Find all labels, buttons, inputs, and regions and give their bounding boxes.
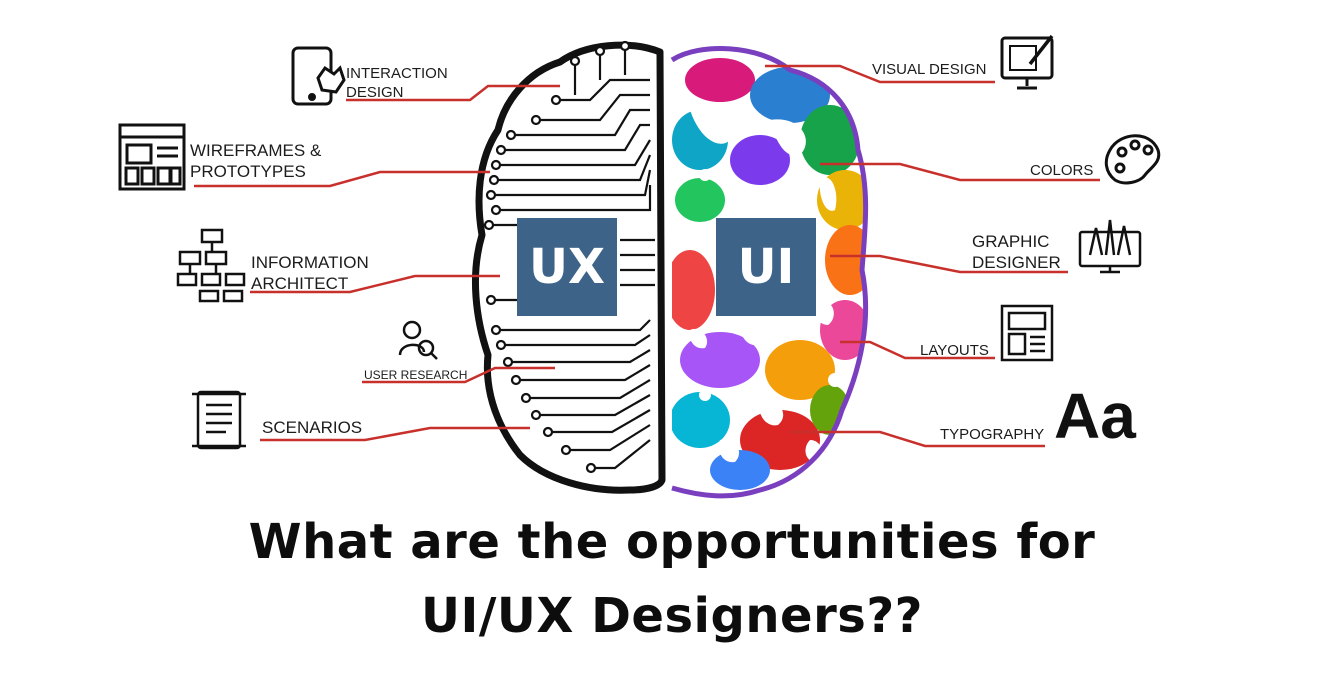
layout-icon <box>1000 304 1054 362</box>
label-typography: TYPOGRAPHY <box>940 425 1044 444</box>
ui-badge: UI <box>716 218 816 316</box>
label-line: DESIGN <box>346 84 404 101</box>
label-graphic-designer: GRAPHIC DESIGNER <box>972 231 1061 273</box>
label-line: LAYOUTS <box>920 342 989 359</box>
label-line: USER RESEARCH <box>364 368 468 382</box>
label-line: GRAPHIC <box>972 232 1050 251</box>
label-scenarios: SCENARIOS <box>262 417 362 438</box>
design-tools-icon <box>1078 219 1142 274</box>
label-interaction-design: INTERACTION DESIGN <box>346 64 448 102</box>
label-line: ARCHITECT <box>251 274 349 293</box>
typography-icon: Aa <box>1054 380 1136 452</box>
label-user-research: USER RESEARCH <box>364 366 467 385</box>
monitor-design-icon <box>1000 34 1054 90</box>
label-line: PROTOTYPES <box>190 162 306 181</box>
left-connectors <box>194 84 560 442</box>
label-line: COLORS <box>1030 162 1094 179</box>
tablet-touch-icon <box>291 46 346 106</box>
scroll-icon <box>192 390 246 450</box>
headline-line-1: What are the opportunities for <box>248 514 1096 570</box>
label-line: INTERACTION <box>346 65 448 82</box>
label-information-architect: INFORMATION ARCHITECT <box>251 252 369 294</box>
label-line: TYPOGRAPHY <box>940 426 1045 443</box>
label-visual-design: VISUAL DESIGN <box>872 60 986 79</box>
label-line: WIREFRAMES & <box>190 141 322 160</box>
user-search-icon <box>398 320 438 360</box>
label-line: SCENARIOS <box>262 418 363 437</box>
label-line: DESIGNER <box>972 253 1061 272</box>
headline-line-2: UI/UX Designers?? <box>421 588 923 644</box>
label-layouts: LAYOUTS <box>920 341 989 360</box>
ux-badge: UX <box>517 218 617 316</box>
label-line: VISUAL DESIGN <box>872 61 987 78</box>
label-colors: COLORS <box>1030 161 1093 180</box>
right-connectors <box>765 64 1100 448</box>
palette-icon <box>1104 134 1161 185</box>
sitemap-icon <box>176 228 246 303</box>
label-wireframes-prototypes: WIREFRAMES & PROTOTYPES <box>190 140 321 182</box>
wireframe-icon <box>118 123 186 191</box>
ui-hemisphere-outline <box>670 46 869 499</box>
circuit-traces <box>483 40 655 474</box>
label-line: INFORMATION <box>251 253 369 272</box>
